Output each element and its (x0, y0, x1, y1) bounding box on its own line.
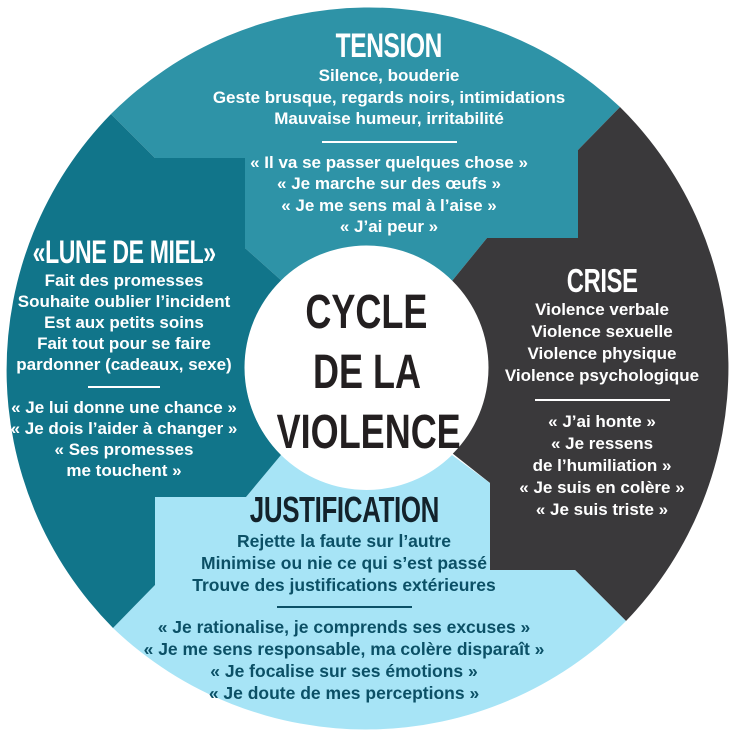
lune-behavior: Est aux petits soins (44, 313, 204, 332)
tension-behavior: Geste brusque, regards noirs, intimidati… (212, 87, 566, 107)
crise-title: CRISE (566, 262, 638, 299)
quadrant-tension-shape (111, 7, 620, 281)
justification-behavior: Minimise ou nie ce qui s’est passé (201, 553, 487, 573)
tension-behavior: Silence, bouderie (318, 66, 460, 85)
center-title-line: DE LA (312, 346, 421, 399)
quadrant-crise-shape (452, 107, 729, 621)
lune-quote: « Je lui donne une chance » (11, 398, 237, 417)
lune-quote: me touchent » (66, 461, 182, 480)
tension-quote: « Je me sens mal à l’aise » (281, 195, 497, 215)
tension-divider (321, 140, 457, 143)
center-circle (244, 245, 489, 490)
crise-section: CRISE Violence verbale Violence sexuelle… (482, 262, 722, 521)
lune-behavior: Souhaite oublier l’incident (17, 292, 231, 311)
center-title: CYCLE DE LA VIOLENCE (246, 283, 487, 463)
tension-quote: « Il va se passer quelques chose » (250, 152, 528, 172)
crise-divider (534, 399, 670, 401)
lune-divider (88, 386, 160, 388)
crise-quote: « Je suis en colère » (519, 478, 685, 497)
lune-quote: « Ses promesses (54, 440, 194, 459)
justification-behavior: Rejette la faute sur l’autre (237, 531, 451, 551)
crise-quote: de l’humiliation » (532, 456, 672, 475)
crise-quote: « J’ai honte » (548, 412, 656, 431)
center-title-line: CYCLE (305, 286, 428, 339)
justification-title: JUSTIFICATION (249, 489, 439, 530)
quadrant-justification-shape (113, 455, 626, 730)
crise-behavior: Violence verbale (535, 300, 669, 319)
tension-quote: « J’ai peur » (339, 217, 439, 236)
tension-section: TENSION Silence, bouderie Geste brusque,… (169, 27, 609, 238)
tension-quote: « Je marche sur des œufs » (277, 174, 501, 193)
justification-quote: « Je rationalise, je comprends ses excus… (157, 617, 531, 637)
crise-behavior: Violence psychologique (504, 366, 700, 385)
justification-quote: « Je me sens responsable, ma colère disp… (143, 639, 545, 659)
crise-quote: « Je suis triste » (535, 500, 669, 519)
crise-quote: « Je ressens (550, 434, 654, 453)
tension-behavior: Mauvaise humeur, irritabilité (274, 109, 504, 128)
quadrant-lune-shape (6, 114, 283, 628)
lune-behavior: Fait tout pour se faire (37, 334, 211, 353)
center-title-line: VIOLENCE (276, 406, 461, 459)
justification-behavior: Trouve des justifications extérieures (192, 575, 496, 595)
lune-de-miel-section: «LUNE DE MIEL» Fait des promesses Souhai… (0, 234, 254, 481)
justification-quote: « Je focalise sur ses émotions » (210, 661, 478, 681)
tension-title: TENSION (335, 27, 443, 65)
justification-quote: « Je doute de mes perceptions » (208, 683, 480, 703)
lune-quote: « Je dois l’aider à changer » (10, 419, 238, 438)
lune-behavior: pardonner (cadeaux, sexe) (16, 355, 232, 374)
justification-divider (276, 606, 412, 608)
lune-behavior: Fait des promesses (44, 271, 204, 290)
lune-de-miel-title: «LUNE DE MIEL» (32, 234, 216, 270)
justification-section: JUSTIFICATION Rejette la faute sur l’aut… (134, 490, 554, 704)
crise-behavior: Violence sexuelle (531, 322, 673, 341)
crise-behavior: Violence physique (527, 344, 677, 363)
